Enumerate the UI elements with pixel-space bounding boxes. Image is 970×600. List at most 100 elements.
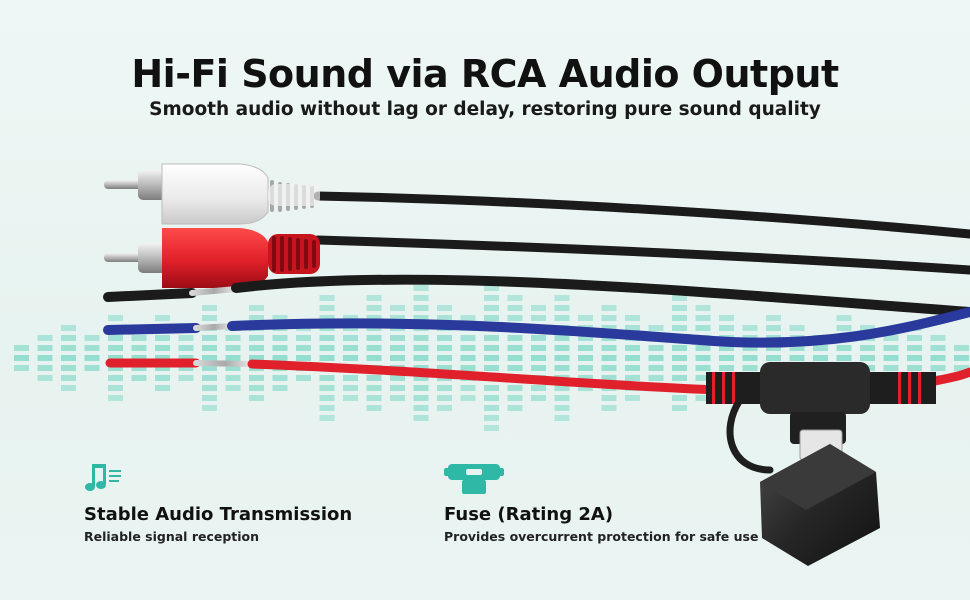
equalizer-segment bbox=[131, 335, 147, 341]
equalizer-segment bbox=[531, 365, 546, 371]
equalizer-segment bbox=[178, 335, 194, 341]
equalizer-segment bbox=[625, 395, 640, 401]
equalizer-segment bbox=[554, 345, 570, 351]
equalizer-segment bbox=[413, 305, 429, 311]
equalizer-segment bbox=[202, 375, 217, 381]
equalizer-segment bbox=[648, 355, 664, 361]
equalizer-segment bbox=[460, 315, 476, 321]
equalizer-segment bbox=[108, 355, 123, 361]
equalizer-segment bbox=[296, 335, 311, 341]
equalizer-segment bbox=[249, 315, 264, 321]
equalizer-segment bbox=[907, 335, 922, 341]
equalizer-segment bbox=[225, 345, 241, 351]
equalizer-segment bbox=[507, 315, 523, 321]
equalizer-segment bbox=[601, 355, 617, 361]
equalizer-segment bbox=[249, 355, 264, 361]
equalizer-segment bbox=[695, 375, 711, 381]
equalizer-segment bbox=[625, 325, 640, 331]
equalizer-segment bbox=[413, 345, 429, 351]
equalizer-segment bbox=[484, 305, 499, 311]
equalizer-segment bbox=[930, 335, 946, 341]
equalizer-segment bbox=[366, 315, 382, 321]
rca-white-plug bbox=[104, 163, 320, 225]
equalizer-segment bbox=[155, 315, 170, 321]
equalizer-segment bbox=[390, 305, 405, 311]
blue-wire bbox=[103, 307, 970, 348]
equalizer-segment bbox=[14, 365, 29, 371]
equalizer-segment bbox=[37, 335, 53, 341]
feature-description: Reliable signal reception bbox=[84, 529, 260, 544]
equalizer-segment bbox=[648, 375, 664, 381]
equalizer-segment bbox=[695, 345, 711, 351]
equalizer-segment bbox=[531, 395, 546, 401]
equalizer-segment bbox=[578, 385, 593, 391]
equalizer-segment bbox=[84, 335, 100, 341]
equalizer-segment bbox=[413, 295, 429, 301]
equalizer-segment bbox=[460, 365, 476, 371]
equalizer-segment bbox=[437, 405, 452, 411]
equalizer-segment bbox=[648, 365, 664, 371]
equalizer-segment bbox=[954, 365, 969, 371]
equalizer-segment bbox=[437, 385, 452, 391]
equalizer-segment bbox=[249, 395, 264, 401]
equalizer-segment bbox=[742, 365, 758, 371]
equalizer-segment bbox=[531, 335, 546, 341]
equalizer-segment bbox=[484, 365, 499, 371]
equalizer-segment bbox=[484, 345, 499, 351]
equalizer-segment bbox=[719, 325, 734, 331]
equalizer-segment bbox=[907, 345, 922, 351]
equalizer-segment bbox=[178, 365, 194, 371]
equalizer-segment bbox=[272, 345, 288, 351]
equalizer-segment bbox=[766, 345, 781, 351]
equalizer-segment bbox=[249, 335, 264, 341]
equalizer-segment bbox=[719, 345, 734, 351]
equalizer-segment bbox=[272, 335, 288, 341]
equalizer-segment bbox=[742, 325, 758, 331]
equalizer-segment bbox=[225, 375, 241, 381]
equalizer-segment bbox=[554, 295, 570, 301]
equalizer-segment bbox=[366, 345, 382, 351]
page-title: Hi-Fi Sound via RCA Audio Output bbox=[131, 52, 839, 96]
equalizer-segment bbox=[413, 335, 429, 341]
equalizer-segment bbox=[860, 345, 875, 351]
equalizer-segment bbox=[554, 415, 570, 421]
equalizer-segment bbox=[225, 385, 241, 391]
equalizer-segment bbox=[155, 355, 170, 361]
equalizer-segment bbox=[484, 295, 499, 301]
equalizer-segment bbox=[108, 365, 123, 371]
equalizer-segment bbox=[554, 395, 570, 401]
equalizer-segment bbox=[319, 315, 335, 321]
equalizer-segment bbox=[578, 365, 593, 371]
equalizer-segment bbox=[672, 375, 687, 381]
equalizer-segment bbox=[672, 405, 687, 411]
equalizer-segment bbox=[413, 415, 429, 421]
equalizer-segment bbox=[672, 355, 687, 361]
equalizer-segment bbox=[37, 375, 53, 381]
equalizer-segment bbox=[272, 375, 288, 381]
equalizer-segment bbox=[366, 395, 382, 401]
equalizer-segment bbox=[578, 345, 593, 351]
equalizer-segment bbox=[883, 345, 899, 351]
equalizer-segment bbox=[84, 345, 100, 351]
equalizer-segment bbox=[954, 345, 969, 351]
equalizer-segment bbox=[249, 375, 264, 381]
equalizer-segment bbox=[836, 345, 852, 351]
equalizer-segment bbox=[366, 375, 382, 381]
equalizer-segment bbox=[61, 355, 76, 361]
equalizer-segment bbox=[531, 385, 546, 391]
equalizer-segment bbox=[625, 375, 640, 381]
equalizer-segment bbox=[531, 355, 546, 361]
equalizer-segment bbox=[907, 365, 922, 371]
equalizer-segment bbox=[907, 355, 922, 361]
equalizer-segment bbox=[296, 375, 311, 381]
equalizer-segment bbox=[84, 365, 100, 371]
equalizer-segment bbox=[131, 375, 147, 381]
equalizer-segment bbox=[554, 305, 570, 311]
equalizer-segment bbox=[484, 395, 499, 401]
equalizer-segment bbox=[672, 305, 687, 311]
equalizer-segment bbox=[178, 355, 194, 361]
equalizer-segment bbox=[625, 345, 640, 351]
equalizer-segment bbox=[460, 385, 476, 391]
equalizer-segment bbox=[390, 355, 405, 361]
